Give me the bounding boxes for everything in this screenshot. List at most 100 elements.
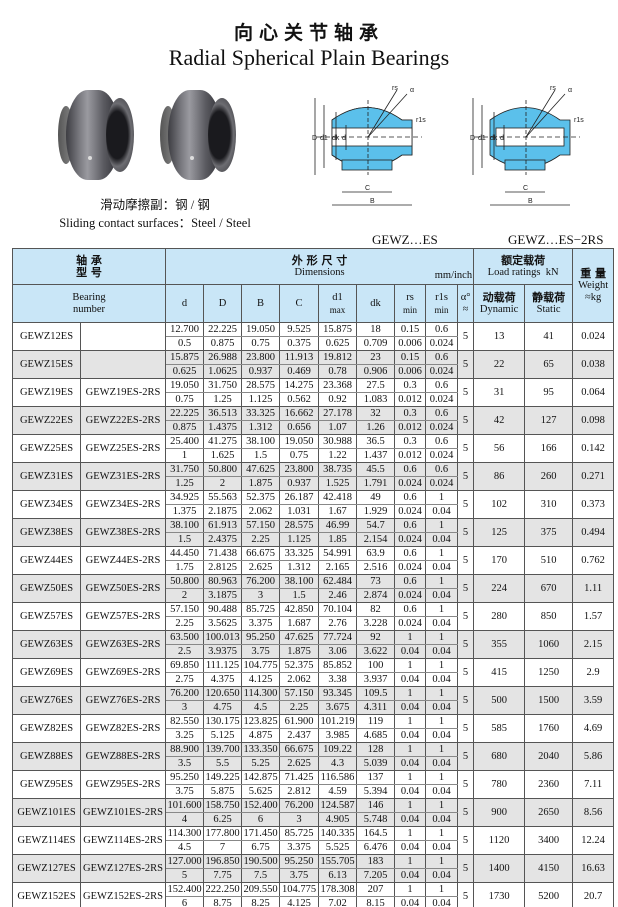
dim-inch: 4.375 <box>203 672 242 687</box>
bearing-2rs: GEWZ19ES-2RS <box>80 378 166 407</box>
weight-unit: ≈kg <box>584 291 602 303</box>
svg-text:B: B <box>528 198 533 205</box>
dynamic-load: 13 <box>473 322 526 351</box>
static-load: 95 <box>524 378 574 407</box>
dim-mm: 38.100 <box>279 574 319 589</box>
dim-mm: 66.675 <box>241 546 280 561</box>
header-dimensions: 外 形 尺 寸 Dimensions mm/inch <box>164 248 475 285</box>
bearing-2rs: GEWZ114ES-2RS <box>80 826 166 855</box>
weight: 0.762 <box>572 546 615 575</box>
svg-text:d1: d1 <box>478 135 486 142</box>
dim-inch: 0.92 <box>318 392 357 407</box>
dynamic-load: 224 <box>473 574 526 603</box>
dim-mm: 85.852 <box>318 658 357 673</box>
dim-mm: 152.400 <box>241 798 280 813</box>
static-load: 2650 <box>524 798 574 827</box>
dim-mm: 0.6 <box>394 490 426 505</box>
bearing-2rs: GEWZ57ES-2RS <box>80 602 166 631</box>
dim-inch: 1.525 <box>318 476 357 491</box>
dim-mm: 61.913 <box>203 518 242 533</box>
dim-mm: 1 <box>425 854 458 869</box>
dim-mm: 1 <box>425 798 458 813</box>
dim-inch: 2.062 <box>241 504 280 519</box>
dim-inch: 1.125 <box>279 532 319 547</box>
dim-mm: 1 <box>394 854 426 869</box>
static-load: 850 <box>524 602 574 631</box>
dim-mm: 1 <box>425 602 458 617</box>
weight-en: Weight <box>578 279 609 291</box>
dim-mm: 1 <box>425 630 458 645</box>
dim-inch: 0.875 <box>165 420 204 435</box>
dynamic-load: 500 <box>473 686 526 715</box>
dim-inch: 1.929 <box>356 504 395 519</box>
weight: 5.86 <box>572 742 615 771</box>
dim-inch: 3.937 <box>356 672 395 687</box>
dim-mm: 70.104 <box>318 602 357 617</box>
dim-inch: 0.04 <box>394 756 426 771</box>
svg-text:C: C <box>365 185 370 192</box>
dim-inch: 0.024 <box>425 476 458 491</box>
dim-mm: 11.913 <box>279 350 319 365</box>
dim-mm: 1 <box>394 742 426 757</box>
dim-inch: 0.006 <box>394 336 426 351</box>
dim-inch: 1.0625 <box>203 364 242 379</box>
dim-inch: 0.937 <box>241 364 280 379</box>
dim-mm: 90.488 <box>203 602 242 617</box>
dim-mm: 12.700 <box>165 322 204 337</box>
dim-inch: 3.228 <box>356 616 395 631</box>
static-load: 3400 <box>524 826 574 855</box>
dim-inch: 3.5625 <box>203 616 242 631</box>
dim-mm: 128 <box>356 742 395 757</box>
dim-inch: 0.04 <box>425 812 458 827</box>
dim-mm: 69.850 <box>165 658 204 673</box>
dim-mm: 111.125 <box>203 658 242 673</box>
dim-mm: 54.991 <box>318 546 357 561</box>
alpha: 5 <box>456 854 475 883</box>
dim-mm: 171.450 <box>241 826 280 841</box>
bearing-es: GEWZ88ES <box>12 742 81 771</box>
weight: 2.9 <box>572 658 615 687</box>
alpha: 5 <box>456 350 475 379</box>
dim-mm: 26.187 <box>279 490 319 505</box>
weight: 4.69 <box>572 714 615 743</box>
dim-inch: 0.04 <box>425 840 458 855</box>
bearing-es: GEWZ50ES <box>12 574 81 603</box>
bearing-2rs: GEWZ76ES-2RS <box>80 686 166 715</box>
dim-mm: 0.6 <box>394 518 426 533</box>
dim-inch: 0.04 <box>394 812 426 827</box>
dim-mm: 82 <box>356 602 395 617</box>
dim-inch: 0.75 <box>165 392 204 407</box>
caption-english: Sliding contact surfaces：Steel / Steel <box>59 216 251 230</box>
dynamic-load: 1400 <box>473 854 526 883</box>
dim-mm: 57.150 <box>279 686 319 701</box>
dynamic-load: 280 <box>473 602 526 631</box>
dim-inch: 0.04 <box>425 672 458 687</box>
alpha: 5 <box>456 574 475 603</box>
dim-mm: 47.625 <box>279 630 319 645</box>
dim-inch: 2.625 <box>279 756 319 771</box>
dim-inch: 3.75 <box>279 868 319 883</box>
dim-inch: 5.125 <box>203 728 242 743</box>
dim-mm: 95.250 <box>165 770 204 785</box>
dim-mm: 0.6 <box>394 602 426 617</box>
bearing-2rs: GEWZ22ES-2RS <box>80 406 166 435</box>
dim-mm: 0.15 <box>394 322 426 337</box>
dim-inch: 0.04 <box>425 616 458 631</box>
weight: 8.56 <box>572 798 615 827</box>
alpha: 5 <box>456 742 475 771</box>
dim-mm: 196.850 <box>203 854 242 869</box>
alpha: 5 <box>456 322 475 351</box>
dim-mm: 0.6 <box>394 574 426 589</box>
dim-mm: 54.7 <box>356 518 395 533</box>
dim-mm: 101.600 <box>165 798 204 813</box>
dim-mm: 222.250 <box>203 882 242 897</box>
